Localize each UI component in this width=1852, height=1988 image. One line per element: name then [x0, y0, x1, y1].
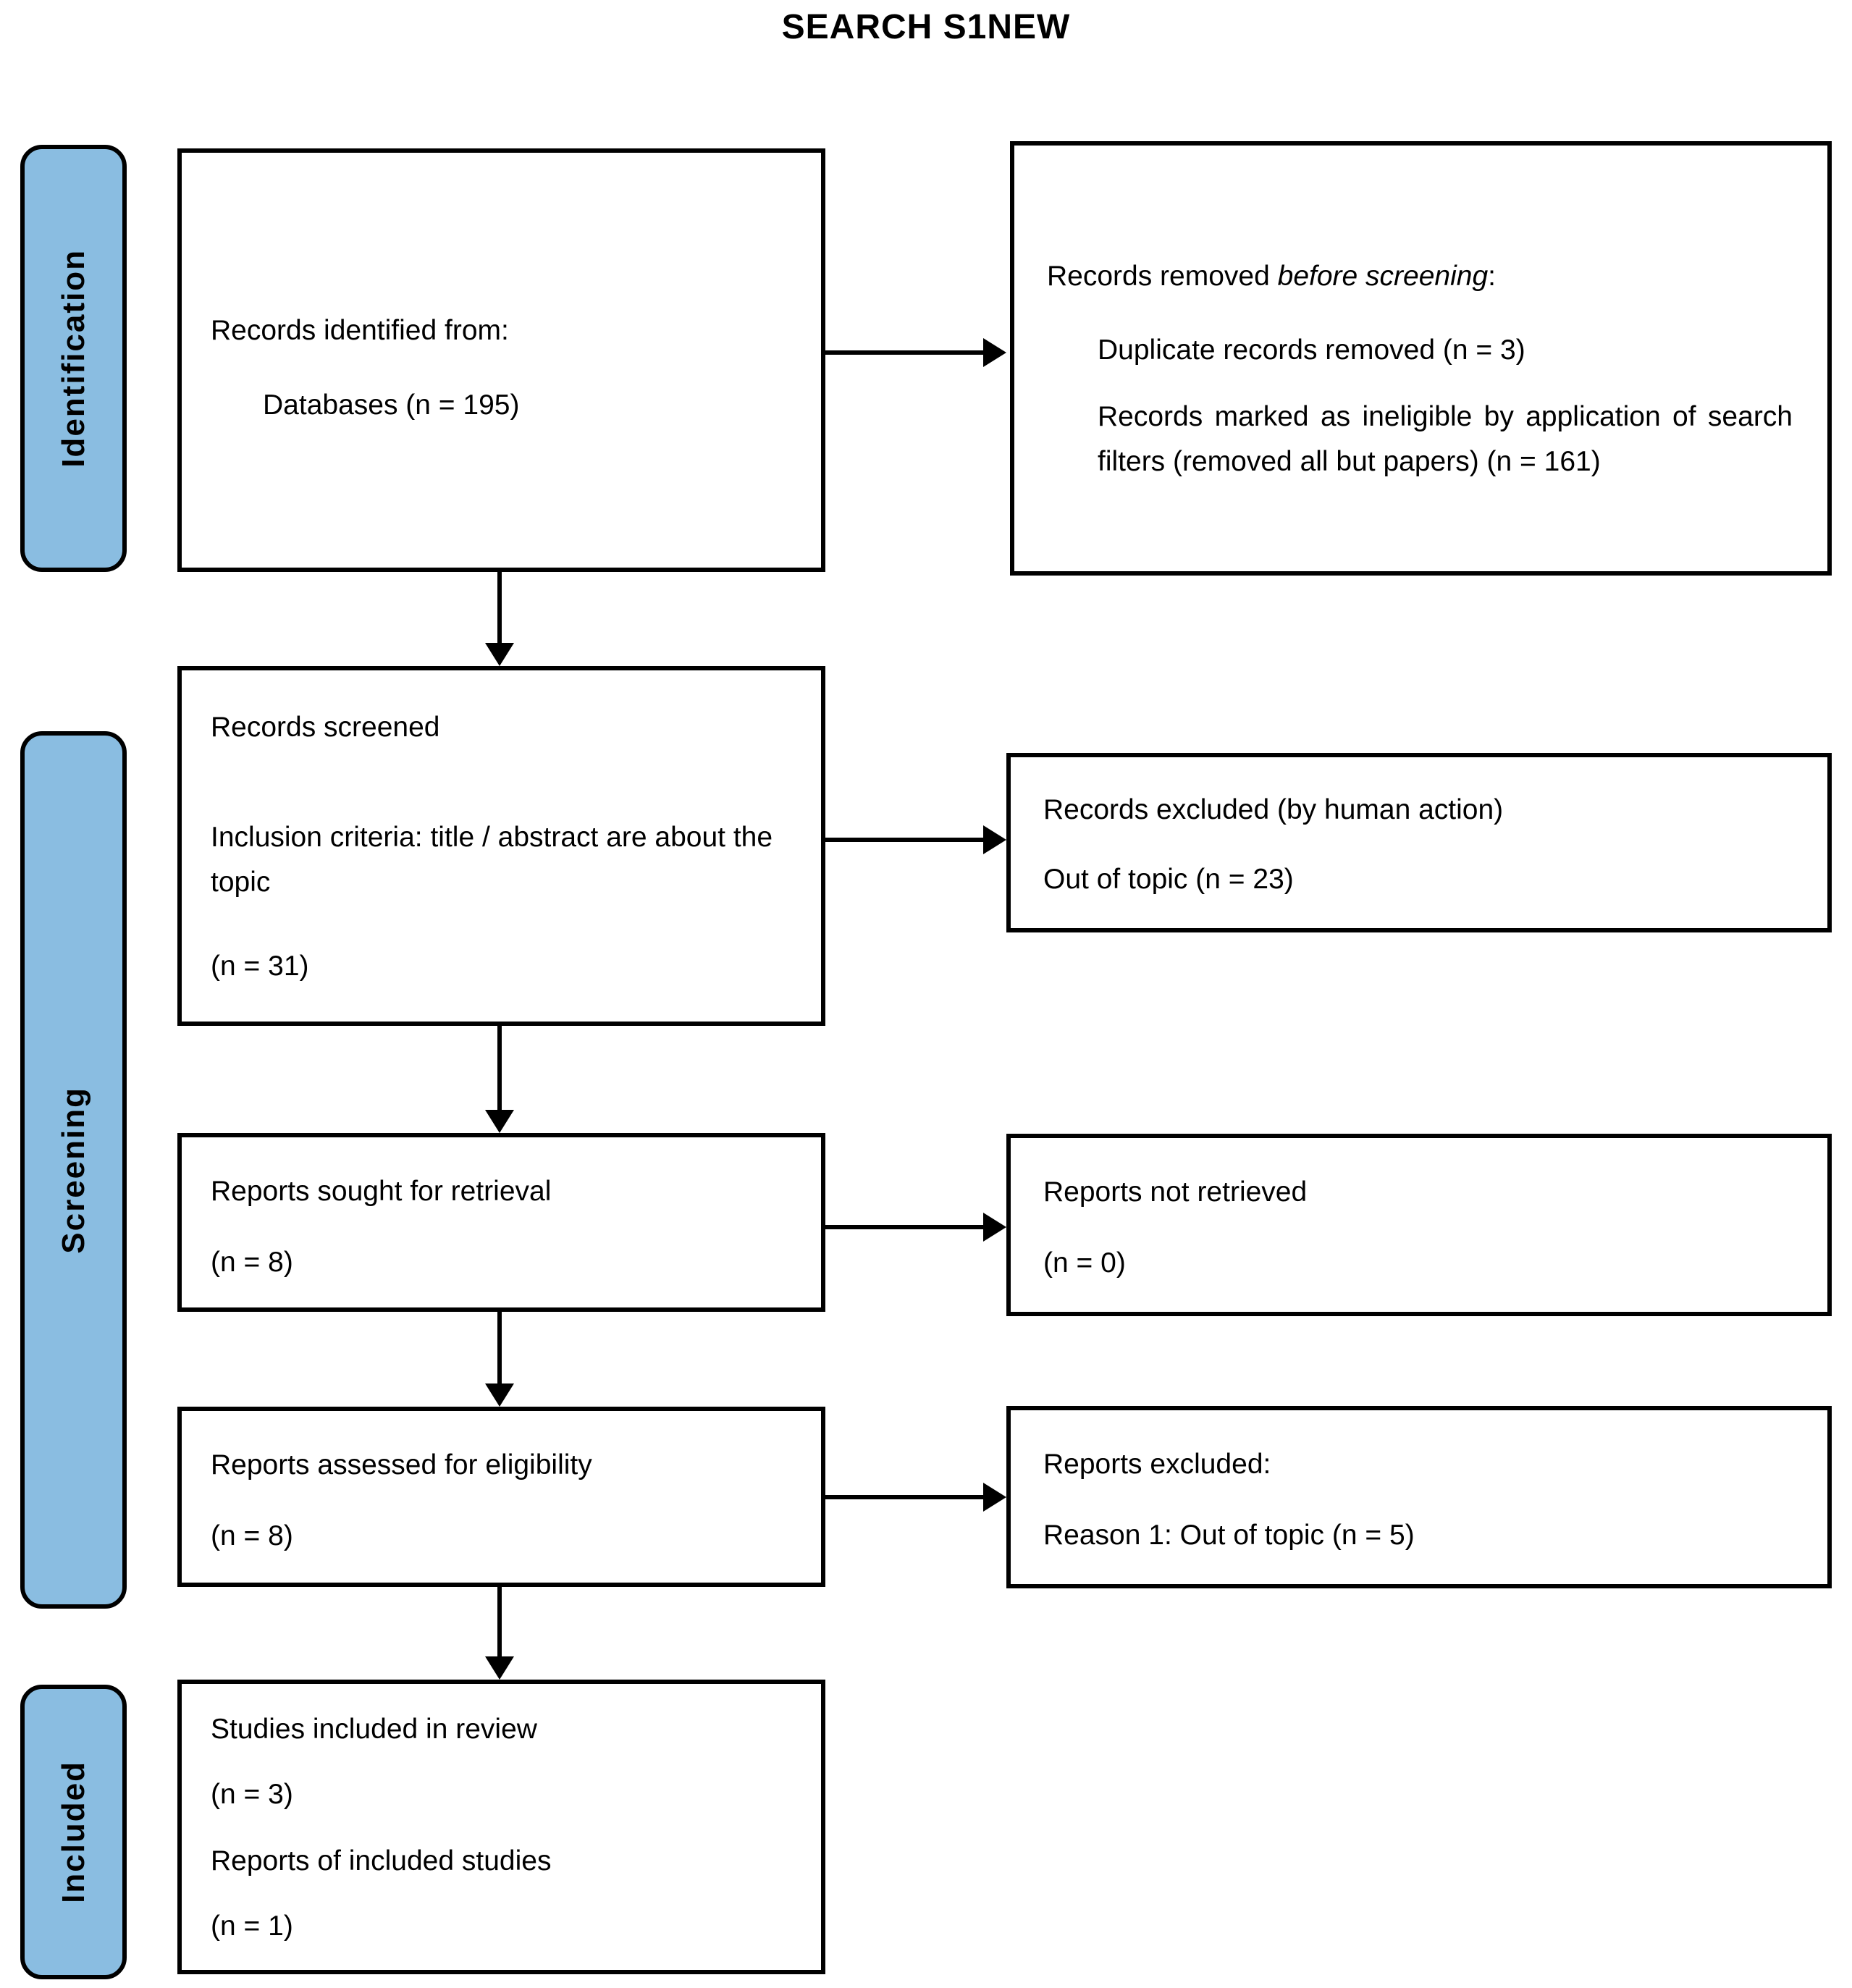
records-identified-text: Records identified from: [211, 315, 509, 346]
arrow-assessed-to-excluded-shaft [825, 1495, 983, 1499]
arrow-assessed-to-excluded-head [983, 1483, 1006, 1512]
arrow-identified-to-screened-shaft [497, 572, 502, 644]
arrow-sought-to-not-retrieved-shaft [825, 1225, 983, 1229]
stage-label-identification: Identification [55, 249, 91, 468]
arrow-sought-to-assessed-head [485, 1383, 514, 1407]
arrow-sought-to-not-retrieved-head [983, 1213, 1006, 1242]
records-screened-count: (n = 31) [211, 951, 309, 982]
stage-ribbon-identification: Identification [20, 145, 127, 572]
studies-included-count: (n = 3) [211, 1779, 293, 1810]
arrow-screened-to-sought-head [485, 1110, 514, 1133]
records-excluded-text: Records excluded (by human action) [1043, 794, 1504, 825]
duplicates-removed-text: Duplicate records removed (n = 3) [1098, 334, 1525, 366]
studies-included-text: Studies included in review [211, 1714, 537, 1745]
box-reports-not-retrieved: Reports not retrieved (n = 0) [1006, 1134, 1832, 1316]
box-records-screened: Records screened Inclusion criteria: tit… [177, 666, 825, 1026]
stage-ribbon-included: Included [20, 1685, 127, 1979]
stage-label-screening: Screening [55, 1086, 91, 1254]
records-screened-criteria: Inclusion criteria: title / abstract are… [211, 822, 773, 898]
box-reports-assessed: Reports assessed for eligibility (n = 8) [177, 1407, 825, 1587]
arrow-identified-to-removed-head [983, 338, 1006, 367]
reports-sought-count: (n = 8) [211, 1247, 293, 1278]
box-records-identified: Records identified from: Databases (n = … [177, 148, 825, 572]
arrow-screened-to-excluded-head [983, 825, 1006, 854]
reports-excluded-reason: Reason 1: Out of topic (n = 5) [1043, 1520, 1415, 1551]
stage-label-included: Included [55, 1761, 91, 1903]
box-records-excluded: Records excluded (by human action) Out o… [1006, 753, 1832, 932]
box-reports-excluded: Reports excluded: Reason 1: Out of topic… [1006, 1406, 1832, 1588]
box-reports-sought: Reports sought for retrieval (n = 8) [177, 1133, 825, 1312]
arrow-assessed-to-included-shaft [497, 1587, 502, 1658]
arrow-assessed-to-included-head [485, 1656, 514, 1680]
arrow-screened-to-excluded-shaft [825, 838, 983, 842]
reports-sought-text: Reports sought for retrieval [211, 1176, 552, 1207]
ineligible-records-text: Records marked as ineligible by applicat… [1098, 401, 1793, 478]
box-records-removed: Records removed before screening: Duplic… [1010, 141, 1832, 576]
reports-not-retrieved-count: (n = 0) [1043, 1247, 1126, 1279]
arrow-sought-to-assessed-shaft [497, 1312, 502, 1385]
reports-included-text: Reports of included studies [211, 1845, 552, 1877]
arrow-screened-to-sought-shaft [497, 1026, 502, 1111]
reports-assessed-text: Reports assessed for eligibility [211, 1449, 592, 1481]
arrow-identified-to-removed-shaft [825, 350, 983, 355]
reports-excluded-text: Reports excluded: [1043, 1449, 1271, 1480]
reports-included-count: (n = 1) [211, 1911, 293, 1942]
reports-not-retrieved-text: Reports not retrieved [1043, 1176, 1308, 1208]
records-excluded-reason: Out of topic (n = 23) [1043, 864, 1294, 895]
records-removed-heading: Records removed before screening: [1047, 261, 1497, 292]
stage-ribbon-screening: Screening [20, 731, 127, 1609]
records-screened-text: Records screened [211, 712, 440, 743]
diagram-title: SEARCH S1NEW [781, 8, 1071, 46]
box-studies-included: Studies included in review (n = 3) Repor… [177, 1680, 825, 1974]
records-identified-databases: Databases (n = 195) [263, 389, 520, 421]
arrow-identified-to-screened-head [485, 643, 514, 666]
reports-assessed-count: (n = 8) [211, 1520, 293, 1551]
